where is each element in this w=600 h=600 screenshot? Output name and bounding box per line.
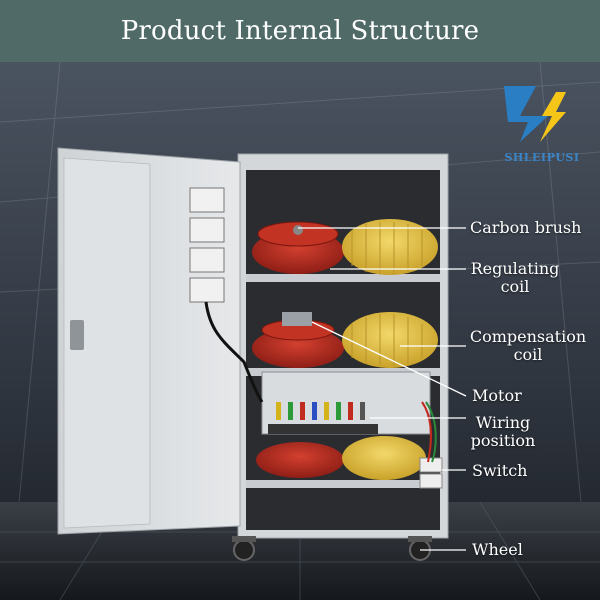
brand-name: SHLEIPUSI — [504, 151, 580, 164]
wiring-terminals — [276, 402, 365, 420]
label-regulating-coil-line1: Regulating — [470, 259, 560, 278]
label-regulating-coil-line2: coil — [500, 277, 530, 296]
bottom-red-coil — [256, 442, 344, 478]
page-title: Product Internal Structure — [120, 16, 480, 46]
label-switch: Switch — [472, 461, 528, 480]
door-breakers — [189, 187, 225, 303]
label-motor: Motor — [472, 386, 522, 405]
label-wiring-position-line1: Wiring — [475, 413, 531, 432]
bottom-yellow-coil — [342, 436, 426, 480]
wheels — [232, 536, 432, 561]
label-wiring-position: Wiring position — [470, 414, 536, 450]
label-compensation-coil-line2: coil — [513, 345, 543, 364]
header-bar: Product Internal Structure — [0, 0, 600, 62]
door-handle — [70, 320, 84, 350]
switch — [419, 457, 443, 473]
label-wiring-position-line2: position — [470, 431, 536, 450]
shelf-bottom — [246, 480, 440, 488]
shelf-top — [246, 274, 440, 282]
cabinet-illustration — [0, 62, 600, 600]
label-compensation-coil-line1: Compensation — [469, 327, 587, 346]
label-regulating-coil: Regulating coil — [470, 260, 560, 296]
label-compensation-coil: Compensation coil — [468, 328, 588, 364]
lightning-bolt-logo-icon — [504, 86, 566, 142]
motor-line — [311, 321, 467, 397]
callout-lines — [298, 227, 467, 551]
label-wheel: Wheel — [472, 540, 523, 559]
door-cable — [204, 301, 264, 403]
label-carbon-brush: Carbon brush — [470, 218, 582, 237]
motor — [282, 312, 312, 326]
